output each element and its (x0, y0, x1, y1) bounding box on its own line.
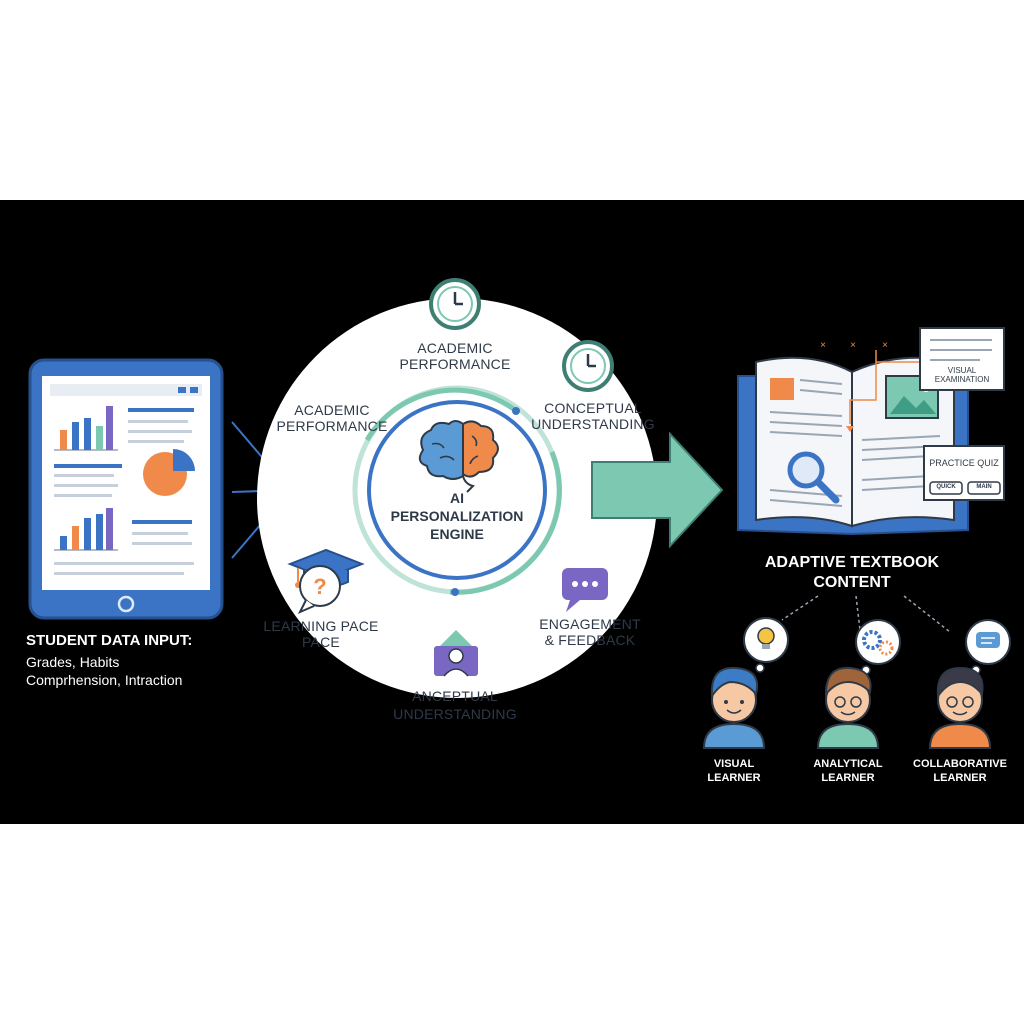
learner-collaborative-line2: LEARNER (933, 772, 987, 784)
person-board-icon (434, 630, 478, 677)
visual-examination-label: VISUAL EXAMINATION (934, 366, 990, 385)
svg-text:?: ? (313, 574, 326, 599)
chat-bubble-icon (562, 568, 608, 612)
factor-top-left-line2: PERFORMANCE (276, 418, 388, 434)
tablet-icon (28, 358, 224, 620)
output-title-line2: CONTENT (813, 574, 891, 591)
factor-bottom-line1: ANCEPTUAL (412, 688, 498, 704)
diagram-canvas: ? (28, 278, 1011, 749)
factor-top-left-line1: ACADEMIC (294, 402, 370, 418)
pie-chart-icon (143, 449, 195, 496)
question-bubble-icon: ? (297, 565, 341, 614)
learner-analytical-line2: LEARNER (821, 772, 875, 784)
input-detail-line2: Comprhension, Intraction (26, 672, 183, 688)
quiz-button-1: QUICK (936, 484, 956, 490)
brain-icon (418, 420, 499, 493)
engine-title-line1: AI (450, 490, 464, 506)
diagram-panel: ? (0, 200, 1024, 824)
factor-left-line2: PACE (302, 634, 340, 650)
speech-icon (965, 619, 1011, 675)
magnifier-icon (787, 451, 840, 504)
clock-icon (429, 278, 481, 330)
learner-collaborative-line1: COLLABORATIVE (913, 758, 1007, 770)
factor-left-line1: LEARNING PACE (263, 618, 379, 634)
factor-bottom-line2: UNDERSTANDING (393, 706, 517, 722)
factor-top-line2: PERFORMANCE (399, 356, 511, 372)
inner-ring (367, 400, 547, 580)
output-title-line1: ADAPTIVE TEXTBOOK (764, 554, 940, 571)
learner-connectors (781, 595, 951, 633)
factor-top-line1: ACADEMIC (417, 340, 493, 356)
clock-icon (562, 340, 614, 392)
engine-title-line3: ENGINE (430, 526, 484, 542)
arrow-right-icon (591, 431, 724, 549)
visual-examination-card (919, 327, 1005, 391)
lightbulb-icon (743, 617, 789, 673)
quiz-button-2: MAIN (976, 484, 992, 490)
engine-background-circle (257, 298, 657, 698)
input-detail-line1: Grades, Habits (26, 654, 120, 670)
learner-visual-line2: LEARNER (707, 772, 761, 784)
bar-chart-icon (54, 406, 118, 451)
learner-visual-line1: VISUAL (713, 758, 755, 770)
top-mark-3: × (882, 340, 888, 351)
top-mark-1: × (820, 340, 826, 351)
factor-right-line1: ENGAGEMENT (539, 616, 641, 632)
visual-learner-avatar (702, 666, 766, 749)
practice-quiz-card (923, 445, 1005, 501)
factor-top-right-line1: CONCEPTUAL (544, 400, 642, 416)
gears-icon (855, 619, 901, 675)
analytical-learner-avatar (816, 666, 880, 749)
bar-chart-icon (54, 508, 118, 551)
factor-top-right-line2: UNDERSTANDING (531, 416, 655, 432)
input-title: STUDENT DATA INPUT: (26, 632, 193, 649)
top-mark-2: × (850, 340, 856, 351)
practice-quiz-label: PRACTICE QUIZ (929, 458, 999, 468)
learner-analytical-line1: ANALYTICAL (813, 758, 883, 770)
factor-right-line2: & FEEDBACK (544, 632, 636, 648)
engine-title-line2: PERSONALIZATION (390, 508, 524, 524)
collaborative-learner-avatar (928, 666, 992, 749)
